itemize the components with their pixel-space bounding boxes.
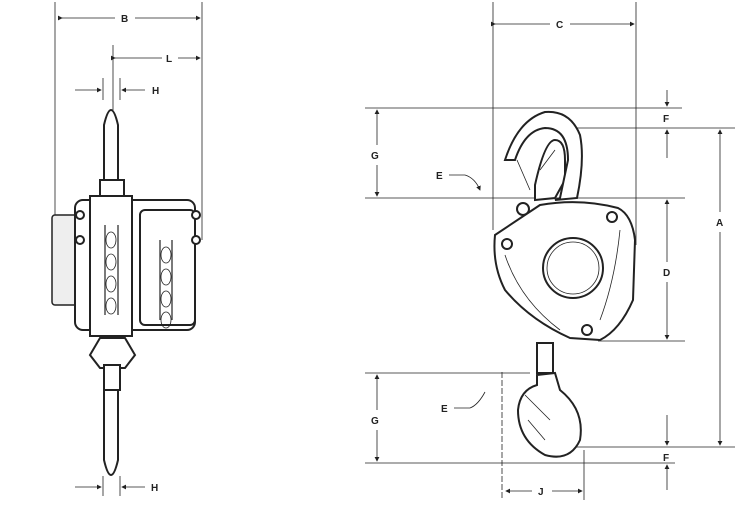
dimension-label-l: L — [166, 54, 172, 65]
dimension-label-f-bottom: F — [663, 453, 669, 464]
dimension-label-h-bottom: H — [151, 483, 158, 494]
dimension-label-a: A — [716, 218, 723, 229]
dimension-label-g-bottom: G — [371, 416, 379, 427]
dimension-label-e-top: E — [436, 171, 443, 182]
dimension-label-f-top: F — [663, 114, 669, 125]
dimension-label-g-top: G — [371, 151, 379, 162]
dimension-label-j: J — [538, 487, 544, 498]
hoist-front-drawing — [493, 110, 637, 458]
dimension-label-e-bottom: E — [441, 404, 448, 415]
dimension-label-c: C — [556, 20, 563, 31]
dimension-label-d: D — [663, 268, 670, 279]
dimension-label-h-top: H — [152, 86, 159, 97]
front-view: C F G E D A E G — [365, 2, 735, 500]
hoist-side-drawing — [51, 109, 201, 476]
side-view: B L H — [51, 2, 203, 496]
dimension-label-b: B — [121, 14, 128, 25]
